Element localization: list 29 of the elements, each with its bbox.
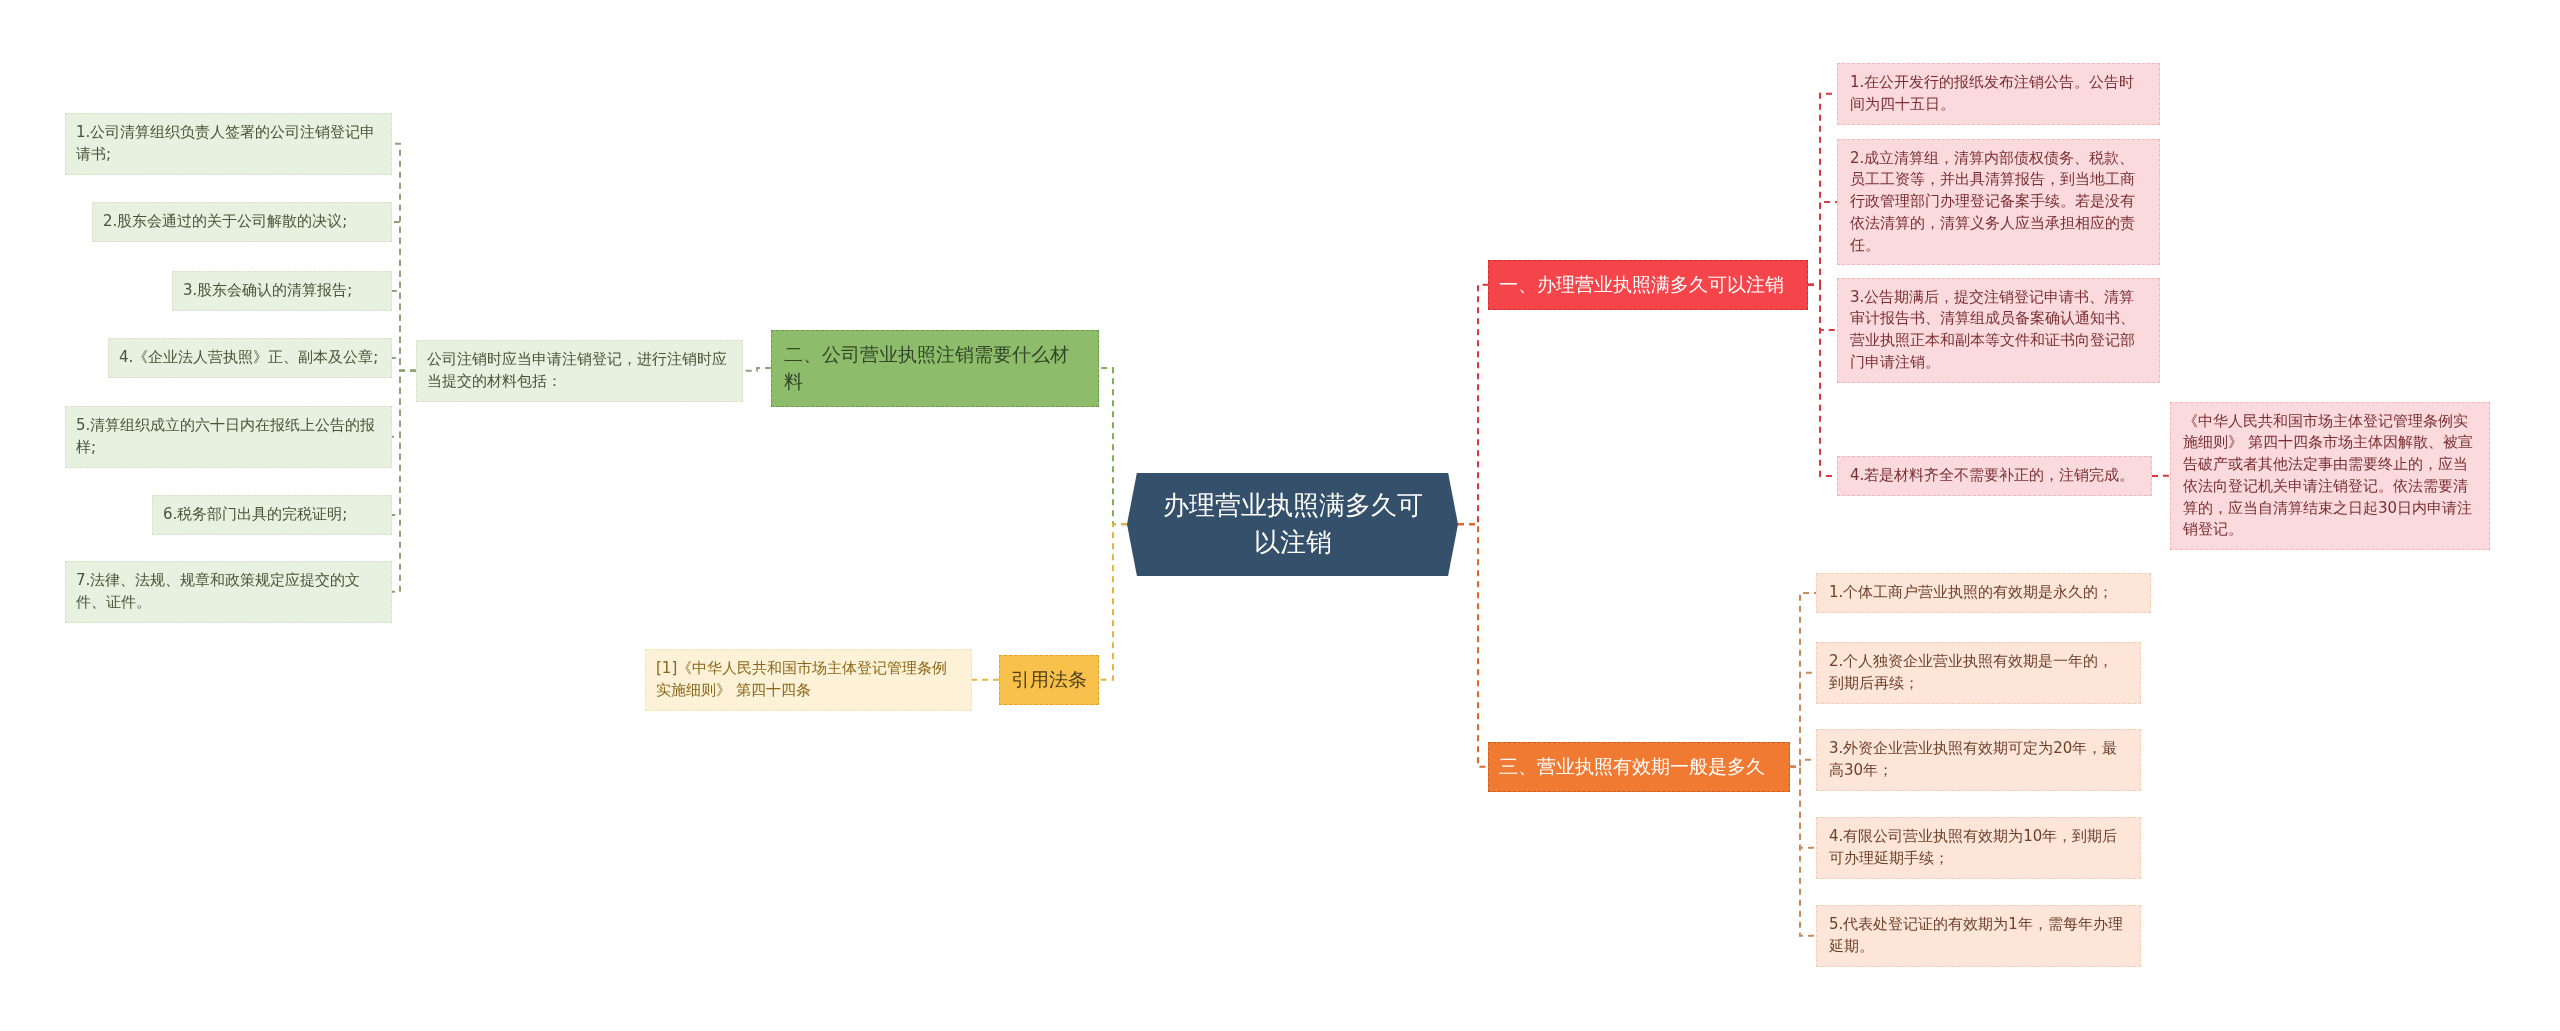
topic-box: 二、公司营业执照注销需要什么材料 xyxy=(771,329,1099,407)
connector-line xyxy=(971,678,1000,681)
connector-line xyxy=(391,369,417,593)
connector-line xyxy=(1098,523,1128,681)
subtopic-box: 4.有限公司营业执照有效期为10年，到期后可办理延期手续； xyxy=(1816,817,2141,879)
subtopic-box: 5.清算组织成立的六十日内在报纸上公告的报样; xyxy=(65,406,392,468)
topic-box: 引用法条 xyxy=(999,655,1099,705)
subtopic-box: 2.个人独资企业营业执照有效期是一年的，到期后再续； xyxy=(1816,642,2141,704)
subtopic-box: 3.外资企业营业执照有效期可定为20年，最高30年； xyxy=(1816,729,2141,791)
subtopic-box: 《中华人民共和国市场主体登记管理条例实施细则》 第四十四条市场主体因解散、被宣告破产或者其他法定事由需要终止的，应当依法向登记机关申请注销登记。依法需要清算的，应当自清算结束之日起30日内申请注销登记。 xyxy=(2170,401,2490,550)
subtopic-box: 1.公司清算组织负责人签署的公司注销登记申请书; xyxy=(65,113,392,175)
subtopic-box: 3.公告期满后，提交注销登记申请书、清算审计报告书、清算组成员备案确认通知书、营业执照正本和副本等文件和证书向登记部门申请注销。 xyxy=(1837,277,2160,383)
subtopic-box: 1.个体工商户营业执照的有效期是永久的； xyxy=(1816,573,2151,613)
subtopic-box: 7.法律、法规、规章和政策规定应提交的文件、证件。 xyxy=(65,561,392,623)
subtopic-box: 2.成立清算组，清算内部债权债务、税款、员工工资等，并出具清算报告，到当地工商行政管理部门办理登记备案手续。若是没有依法清算的，清算义务人应当承担相应的责任。 xyxy=(1837,138,2160,266)
subtopic-box: 2.股东会通过的关于公司解散的决议; xyxy=(92,202,392,242)
central-topic: 办理营业执照满多久可以注销 xyxy=(1127,472,1458,576)
topic-box: 一、办理营业执照满多久可以注销 xyxy=(1488,260,1808,310)
subtopic-box: 3.股东会确认的清算报告; xyxy=(172,271,392,311)
subtopic-box: 公司注销时应当申请注销登记，进行注销时应当提交的材料包括： xyxy=(416,340,743,402)
topic-box: 三、营业执照有效期一般是多久 xyxy=(1488,742,1790,792)
connector-line xyxy=(1789,765,1817,937)
subtopic-box: 5.代表处登记证的有效期为1年，需每年办理延期。 xyxy=(1816,905,2141,967)
subtopic-box: 4.《企业法人营执照》正、副本及公章; xyxy=(108,338,392,378)
subtopic-box: 4.若是材料齐全不需要补正的，注销完成。 xyxy=(1837,456,2152,496)
subtopic-box: 1.在公开发行的报纸发布注销公告。公告时间为四十五日。 xyxy=(1837,63,2160,125)
subtopic-box: [1]《中华人民共和国市场主体登记管理条例实施细则》 第四十四条 xyxy=(645,649,972,711)
connector-line xyxy=(2151,474,2171,477)
subtopic-box: 6.税务部门出具的完税证明; xyxy=(152,495,392,535)
